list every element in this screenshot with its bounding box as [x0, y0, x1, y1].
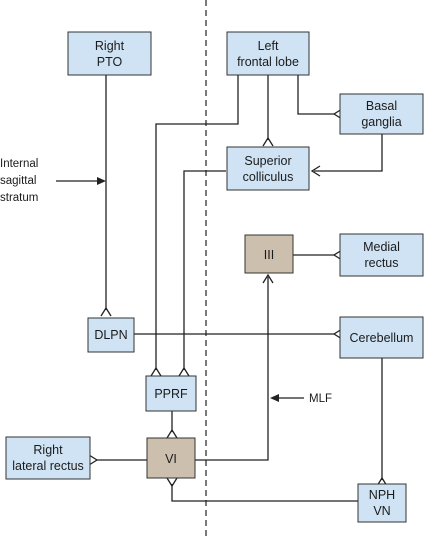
cup-dlpn-top [100, 306, 112, 317]
box-right-pto-line-2: PTO [97, 55, 123, 69]
box-right-lateral-rectus: Right lateral rectus [5, 436, 91, 480]
label-mlf: MLF [309, 393, 332, 405]
box-medial-rectus-line-1: Medial [363, 240, 400, 254]
cup-sc-top [262, 136, 274, 147]
label-sagittal: sagittal [0, 175, 36, 187]
box-medial-rectus: Medial rectus [339, 233, 424, 277]
box-dlpn: DLPN [87, 317, 135, 353]
box-cerebellum: Cerebellum [339, 316, 424, 359]
box-left-frontal-lobe: Left frontal lobe [226, 31, 310, 76]
terminals [88, 108, 388, 488]
box-left-frontal-lobe-line-2: frontal lobe [237, 55, 299, 69]
connections [56, 75, 383, 502]
box-cn-vi-line-1: VI [165, 452, 177, 466]
cup-pprf-outer [150, 366, 162, 377]
box-basal-ganglia: Basal ganglia [339, 93, 424, 135]
cup-medial-rectus [332, 249, 343, 261]
box-pprf: PPRF [145, 375, 197, 412]
cup-vi-top [166, 428, 178, 439]
mlf-arrowhead [270, 394, 279, 402]
label-stratum: stratum [0, 192, 38, 204]
box-right-lateral-rectus-line-2: lateral rectus [12, 459, 84, 473]
bg-to-sc [314, 133, 383, 172]
nphvn-to-vi [171, 484, 358, 502]
sc-to-pprf [183, 170, 226, 370]
box-right-lateral-rectus-line-1: Right [33, 443, 63, 457]
vi-to-iii-mlf [195, 277, 269, 461]
box-right-pto: Right PTO [67, 31, 152, 76]
box-nph-vn-line-1: NPH [369, 488, 395, 502]
box-dlpn-line-1: DLPN [94, 328, 127, 342]
arrowheads [97, 177, 279, 402]
cup-nphvn-top [376, 476, 388, 487]
box-superior-colliculus-line-2: colliculus [243, 170, 294, 184]
box-pprf-line-1: PPRF [154, 387, 188, 401]
labels: Internal sagittal stratum MLF [0, 158, 332, 405]
box-right-pto-line-1: Right [95, 39, 125, 53]
cup-cerebellum-left [332, 328, 343, 340]
box-superior-colliculus: Superior colliculus [226, 146, 310, 191]
box-cn-iii-line-1: III [264, 248, 274, 262]
cup-pprf-inner [178, 366, 190, 377]
box-cerebellum-line-1: Cerebellum [350, 331, 414, 345]
box-superior-colliculus-line-1: Superior [244, 154, 291, 168]
cup-sc-right [310, 165, 321, 177]
box-nph-vn-line-2: VN [373, 504, 390, 518]
stratum-arrowhead [97, 177, 106, 185]
box-left-frontal-lobe-line-1: Left [258, 39, 279, 53]
box-medial-rectus-line-2: rectus [364, 256, 398, 270]
flobe-to-pprf-line [155, 75, 239, 370]
cup-vi-bottom [166, 477, 178, 488]
cup-lateral-rectus [88, 454, 99, 466]
label-internal: Internal [0, 158, 38, 170]
cup-bg-left [332, 108, 343, 120]
boxes: Right PTO Left frontal lobe Basal gangli… [5, 31, 424, 523]
flobe-to-bg [297, 75, 334, 115]
box-basal-ganglia-line-2: ganglia [361, 115, 401, 129]
box-basal-ganglia-line-1: Basal [366, 99, 397, 113]
box-nph-vn: NPH VN [357, 483, 407, 523]
box-cn-vi: VI [146, 437, 196, 479]
box-cn-iii: III [244, 234, 294, 274]
cup-iii-bottom [262, 273, 274, 284]
